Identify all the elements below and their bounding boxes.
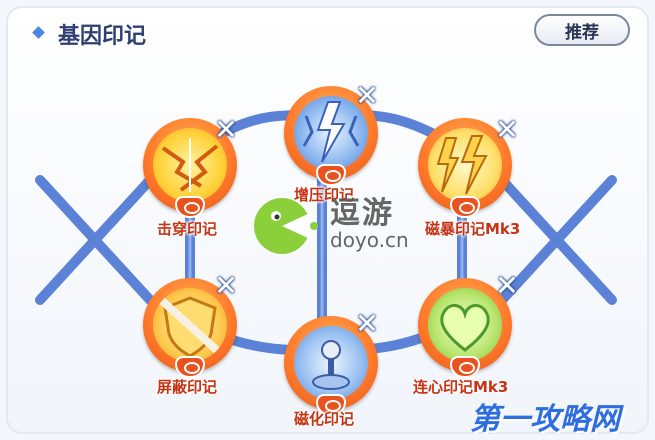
remove-magnet-icon[interactable]: ✕ (355, 307, 379, 340)
doyo-logo-icon (254, 198, 318, 254)
gene-node-penetrate[interactable] (143, 118, 237, 218)
gene-node-heart[interactable] (418, 278, 512, 378)
node-label-magnet: 磁化印记 (294, 410, 355, 428)
gene-badge-icon (316, 394, 346, 416)
gene-node-magnet[interactable] (284, 316, 378, 416)
remove-heart-icon[interactable]: ✕ (495, 269, 519, 302)
remove-shield-icon[interactable]: ✕ (214, 269, 238, 302)
gene-badge-icon (175, 196, 205, 218)
page-title: 基因印记 (58, 24, 147, 49)
gene-node-pressure[interactable] (284, 86, 378, 186)
joystick-icon (312, 340, 350, 390)
gene-badge-icon (450, 196, 480, 218)
gene-badge-icon (316, 164, 346, 186)
node-label-shield: 屏蔽印记 (157, 378, 218, 396)
lightning-bolt-icon (302, 101, 360, 163)
watermark-title: 逗游 (330, 196, 394, 231)
heart-icon (440, 304, 490, 352)
remove-crit-icon[interactable]: ✕ (495, 113, 519, 146)
gene-badge-icon (175, 356, 205, 378)
watermark-site: doyo.cn (330, 228, 409, 252)
gene-node-shield[interactable] (143, 278, 237, 378)
node-label-pressure: 增压印记 (294, 186, 355, 204)
node-label-crit: 磁暴印记Mk3 (425, 220, 521, 238)
gene-badge-icon (450, 356, 480, 378)
remove-pressure-icon[interactable]: ✕ (355, 79, 379, 112)
node-label-heart: 连心印记Mk3 (413, 378, 509, 396)
golden-bolts-icon (436, 135, 488, 195)
gene-node-crit[interactable] (418, 118, 512, 218)
recommend-button[interactable]: 推荐 (534, 14, 630, 46)
node-label-penetrate: 击穿印记 (157, 220, 218, 238)
watermark-corner: 第一攻略网 (470, 402, 620, 437)
remove-penetrate-icon[interactable]: ✕ (214, 113, 238, 146)
lightning-crack-icon (161, 138, 219, 192)
